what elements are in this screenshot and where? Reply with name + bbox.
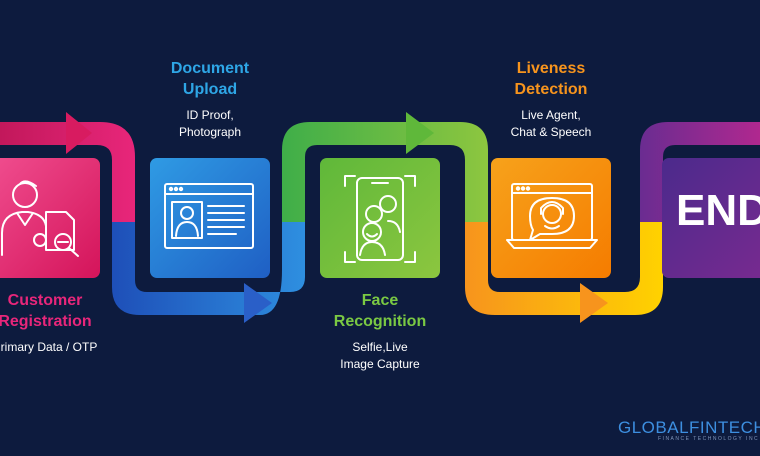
step-title-line: Face	[361, 292, 399, 309]
face-scan-icon	[344, 175, 416, 263]
live-agent-icon	[506, 183, 598, 249]
step-face-recognition: Face Recognition Selfie,Live Image Captu…	[310, 290, 450, 373]
arrow-green	[406, 112, 434, 154]
arrow-blue	[244, 283, 272, 323]
step-title-line: Liveness	[516, 60, 586, 77]
step-subtitle-line: Chat & Speech	[510, 125, 592, 139]
ribbon-segment-green	[282, 122, 488, 222]
step-subtitle: ID Proof, Photograph	[140, 107, 280, 141]
id-card-icon	[164, 183, 254, 249]
step-title: Liveness Detection	[481, 58, 621, 100]
step-subtitle-line: ID Proof,	[186, 108, 234, 122]
ribbon-segment-purple	[640, 122, 760, 222]
step-subtitle: Live Agent, Chat & Speech	[481, 107, 621, 141]
step-title-line: Recognition	[333, 313, 427, 330]
step-subtitle-line: Photograph	[178, 125, 242, 139]
step-box-end	[662, 158, 760, 278]
step-customer-registration: Customer Registration Primary Data / OTP	[0, 290, 120, 356]
arrow-orange	[580, 283, 608, 323]
step-box-customer-registration	[0, 158, 100, 278]
step-document-upload: Document Upload ID Proof, Photograph	[140, 58, 280, 141]
step-liveness-detection: Liveness Detection Live Agent, Chat & Sp…	[481, 58, 621, 141]
step-title: Customer Registration	[0, 290, 120, 332]
step-subtitle: Primary Data / OTP	[0, 340, 98, 354]
step-title-line: Document	[170, 60, 250, 77]
step-title: Face Recognition	[310, 290, 450, 332]
arrow-pink	[66, 112, 92, 154]
step-title: Document Upload	[140, 58, 280, 100]
ribbon-segment-orange	[465, 222, 663, 315]
step-subtitle-line: Live Agent,	[521, 108, 581, 122]
step-title-line: Upload	[182, 81, 238, 98]
step-subtitle: Selfie,Live Image Capture	[310, 339, 450, 373]
step-title-line: Customer	[7, 292, 83, 309]
step-subtitle-line: Image Capture	[340, 357, 420, 371]
brand-logo-text: GLOBALFINTECH	[618, 418, 760, 437]
step-title-line: Detection	[514, 81, 588, 98]
user-document-icon	[1, 180, 79, 257]
end-label: END	[676, 186, 760, 235]
step-title-line: Registration	[0, 313, 92, 330]
brand-tagline: FINANCE TECHNOLOGY INC	[658, 436, 760, 442]
step-subtitle-line: Selfie,Live	[352, 340, 408, 354]
ribbon-segment-blue	[112, 222, 305, 315]
